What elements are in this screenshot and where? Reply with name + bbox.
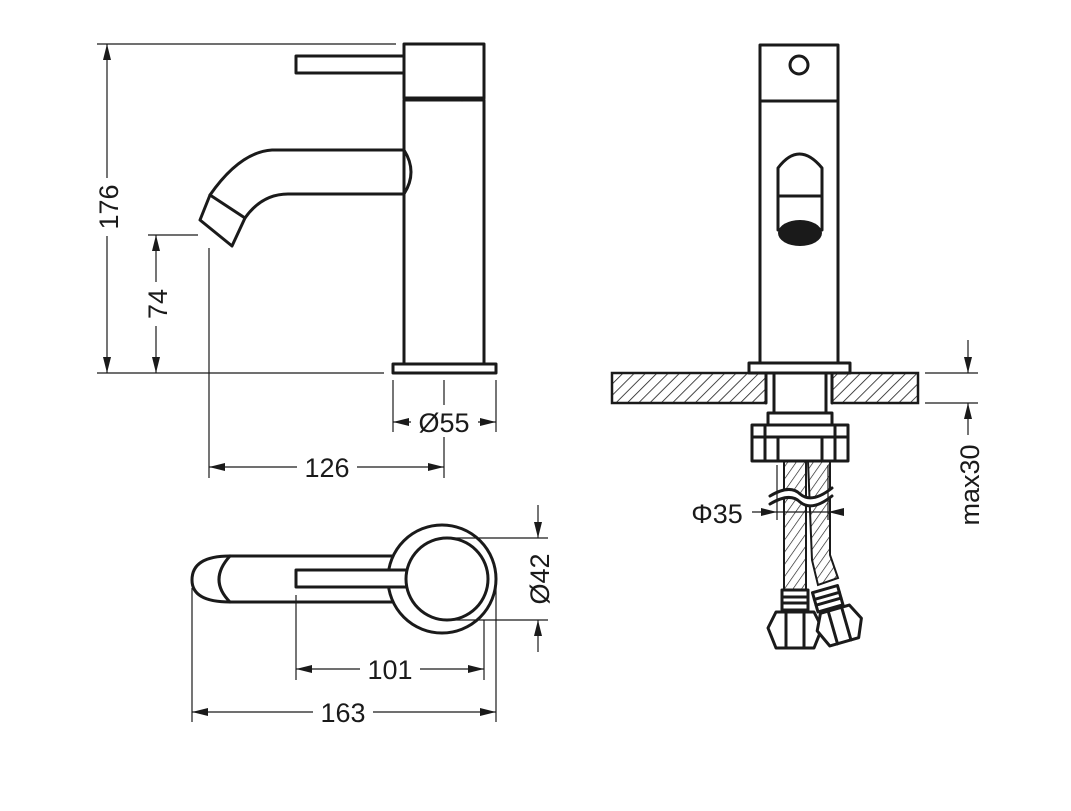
spout-outlet <box>776 152 824 232</box>
spout <box>198 148 406 248</box>
hose-right <box>806 460 840 587</box>
top-lever <box>294 568 410 589</box>
dim-max-thickness: max30 <box>955 444 985 525</box>
handle-block <box>402 42 486 100</box>
dim-base-diameter: Ø55 <box>418 408 469 438</box>
top-view <box>190 523 498 635</box>
shank <box>772 371 828 417</box>
hose-left <box>783 460 807 591</box>
washer <box>766 411 834 427</box>
side-view-dimensions: 176 74 Ø55 126 <box>93 43 497 483</box>
dim-spout-height: 74 <box>143 289 173 319</box>
front-view-dimensions: Φ35 max30 <box>684 340 985 529</box>
dim-body-diameter: Ø42 <box>525 553 555 604</box>
side-view <box>198 42 498 375</box>
hex-nut-left <box>766 610 824 650</box>
lever <box>294 54 406 75</box>
aerator <box>778 220 822 246</box>
top-body-inner <box>404 536 490 622</box>
top-spout-end <box>217 554 232 604</box>
faucet-body <box>402 98 486 366</box>
front-view <box>610 43 920 650</box>
dim-lever-length: 101 <box>367 655 412 685</box>
dim-overall-length: 163 <box>320 698 365 728</box>
dim-hole-diameter: Φ35 <box>691 499 743 529</box>
spout-joint <box>402 148 413 196</box>
dim-total-height: 176 <box>94 184 124 229</box>
fitting-left <box>780 588 810 612</box>
indicator-dot <box>788 54 810 76</box>
top-view-dimensions: Ø42 101 163 <box>191 505 555 728</box>
dim-spout-reach: 126 <box>304 453 349 483</box>
